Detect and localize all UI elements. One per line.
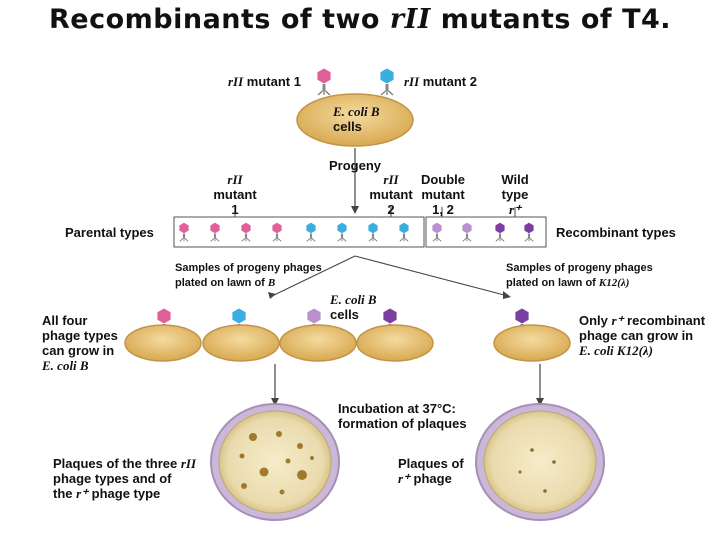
right-plaques bbox=[518, 448, 556, 493]
mutant-2-label: rII mutant 2 bbox=[404, 74, 477, 89]
right-petri-dish bbox=[475, 403, 605, 521]
top-phage-1 bbox=[316, 67, 332, 96]
top-ecoli-cell bbox=[296, 93, 414, 147]
left-petri-dish bbox=[210, 403, 340, 521]
parental-types-label: Parental types bbox=[65, 225, 154, 240]
column-arrows bbox=[234, 207, 516, 217]
sample-lines bbox=[271, 255, 509, 297]
progeny-label: Progeny bbox=[329, 158, 382, 173]
top-phage-2 bbox=[379, 67, 395, 96]
mutant-1-label: rII mutant 1 bbox=[228, 74, 301, 89]
parental-box bbox=[173, 216, 425, 248]
recombinant-types-label: Recombinant types bbox=[556, 225, 676, 240]
slide-title: Recombinants of two rII mutants of T4. bbox=[48, 4, 672, 35]
plate-arrows bbox=[274, 364, 541, 402]
left-plaques bbox=[239, 431, 314, 495]
middle-cells bbox=[124, 324, 571, 362]
incubation-label: Incubation at 37°C:formation of plaques bbox=[338, 401, 467, 431]
